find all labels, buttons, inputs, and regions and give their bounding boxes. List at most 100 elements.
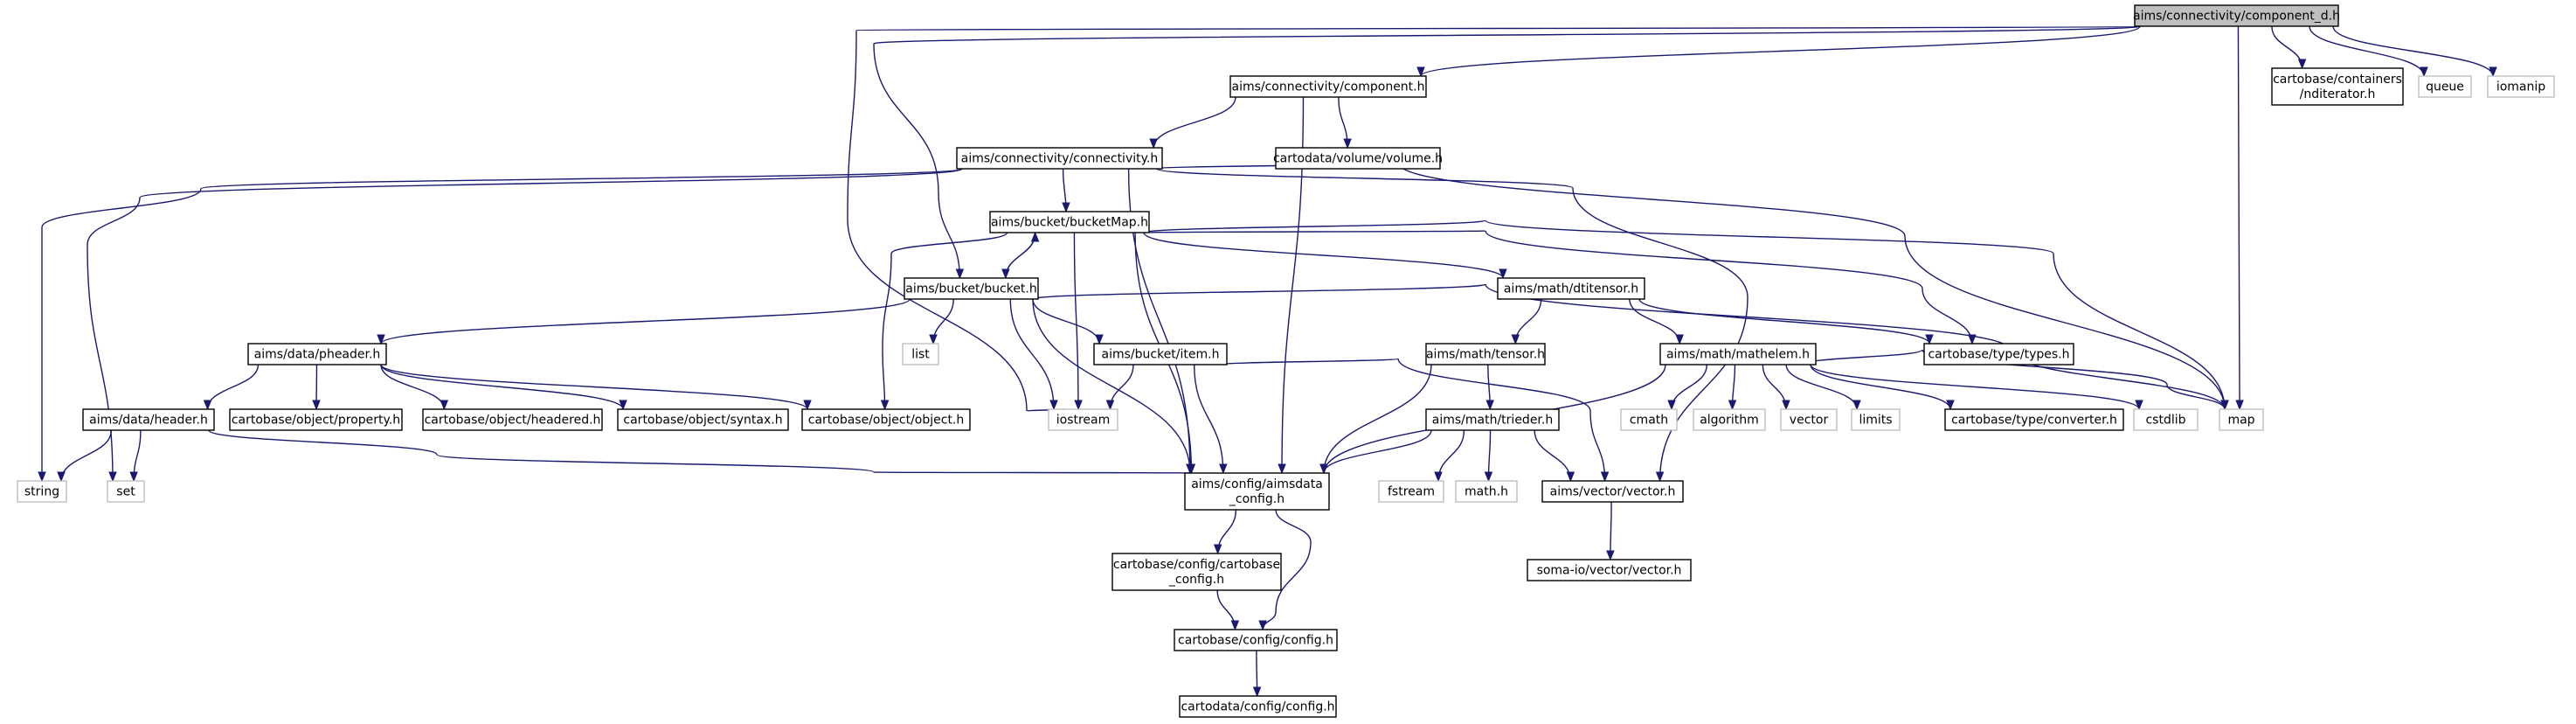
- node-label: cartobase/containers: [2273, 73, 2402, 87]
- node-syntax[interactable]: cartobase/object/syntax.h: [617, 408, 789, 431]
- node-aims-vector[interactable]: aims/vector/vector.h: [1541, 480, 1684, 503]
- node-label: algorithm: [1700, 414, 1759, 428]
- node-headered[interactable]: cartobase/object/headered.h: [422, 408, 603, 431]
- edge-bucketMap-to-dtitensor: [1143, 232, 1507, 280]
- node-property[interactable]: cartobase/object/property.h: [229, 408, 403, 431]
- node-config[interactable]: cartobase/config/config.h: [1174, 629, 1338, 651]
- edge-item-to-iostream: [1105, 364, 1134, 411]
- edge-arrowhead: [2297, 59, 2307, 70]
- node-box: [1455, 480, 1518, 503]
- edge-mathelem-to-vectorstd: [1762, 364, 1790, 411]
- node-label: aims/math/tensor.h: [1426, 348, 1545, 362]
- edge-root-to-nditerator: [2271, 25, 2307, 70]
- node-object[interactable]: cartobase/object/object.h: [801, 408, 971, 431]
- edge-cartobase_config-to-config: [1216, 589, 1240, 631]
- edge-arrowhead: [57, 471, 66, 483]
- edge-item-to-aims_vector: [1221, 358, 1610, 483]
- node-label: cartobase/config/config.h: [1178, 634, 1333, 648]
- node-cartobase-config[interactable]: cartobase/config/cartobase_config.h: [1111, 553, 1282, 591]
- edge-header-to-set: [129, 429, 142, 483]
- node-box: [1229, 75, 1427, 98]
- node-label: string: [24, 485, 59, 499]
- edge-tensor-to-aimsdata_config: [1319, 364, 1432, 475]
- node-cmath: cmath: [1620, 408, 1678, 431]
- edge-arrowhead: [929, 334, 938, 345]
- node-label: cartobase/object/syntax.h: [623, 414, 782, 428]
- node-item[interactable]: aims/bucket/item.h: [1093, 343, 1228, 365]
- edge-line: [1009, 298, 1055, 410]
- edge-arrowhead: [1074, 400, 1083, 411]
- edge-line: [1420, 25, 2141, 77]
- node-label: aims/bucket/bucket.h: [905, 282, 1037, 296]
- node-box: [17, 480, 67, 503]
- node-volume[interactable]: cartodata/volume/volume.h: [1273, 147, 1443, 170]
- edge-bucket-to-aimsdata_config: [1032, 298, 1195, 475]
- node-box: [1527, 559, 1692, 581]
- node-map: map: [2219, 408, 2264, 431]
- node-label: aims/math/dtitensor.h: [1504, 282, 1638, 296]
- node-label: math.h: [1465, 485, 1508, 499]
- edge-line: [1810, 364, 1951, 410]
- node-box: [902, 343, 939, 365]
- edge-mathelem-to-algorithm: [1728, 364, 1737, 411]
- edge-arrowhead: [440, 400, 449, 411]
- node-trieder[interactable]: aims/math/trieder.h: [1425, 408, 1560, 431]
- edge-arrowhead: [1149, 138, 1158, 150]
- edge-arrowhead: [955, 268, 965, 280]
- edge-line: [380, 364, 808, 410]
- node-limits: limits: [1851, 408, 1901, 431]
- node-converter[interactable]: cartobase/type/converter.h: [1944, 408, 2124, 431]
- edge-line: [1143, 219, 2226, 410]
- edge-root-to-queue: [2309, 25, 2428, 78]
- edge-arrowhead: [1230, 620, 1240, 631]
- node-iostream: iostream: [1048, 408, 1118, 431]
- node-label: vector: [1790, 414, 1829, 428]
- node-label: cartobase/object/object.h: [808, 414, 965, 428]
- node-label: aims/data/header.h: [89, 414, 208, 428]
- edge-dtitensor-to-mathelem: [1629, 298, 1684, 345]
- edge-arrowhead: [129, 471, 138, 483]
- node-box: [2133, 408, 2199, 431]
- node-label: aims/math/trieder.h: [1432, 414, 1553, 428]
- edge-bucket-to-bucketMap: [1005, 231, 1040, 279]
- node-label: cartobase/object/headered.h: [425, 414, 601, 428]
- node-math-h: math.h: [1455, 480, 1518, 503]
- edge-line: [380, 298, 911, 345]
- node-connectivity[interactable]: aims/connectivity/connectivity.h: [956, 147, 1163, 170]
- node-pheader[interactable]: aims/data/pheader.h: [247, 343, 387, 365]
- edge-arrowhead: [1655, 471, 1665, 483]
- node-tensor[interactable]: aims/math/tensor.h: [1425, 343, 1546, 365]
- node-box: [1944, 408, 2124, 431]
- node-aimsdata-config[interactable]: aims/config/aimsdata_config.h: [1184, 472, 1330, 511]
- node-root[interactable]: aims/connectivity/component_d.h: [2133, 4, 2340, 27]
- node-mathelem[interactable]: aims/math/mathelem.h: [1659, 343, 1817, 365]
- node-bucketMap[interactable]: aims/bucket/bucketMap.h: [989, 211, 1150, 233]
- node-label: aims/connectivity/connectivity.h: [961, 152, 1158, 166]
- edge-pheader-to-property: [312, 364, 321, 411]
- edge-arrowhead: [1968, 334, 1977, 345]
- edge-bucketMap-to-object: [880, 232, 1008, 411]
- node-label: cmath: [1630, 414, 1668, 428]
- node-box: [1093, 343, 1228, 365]
- edge-aims_vector-to-soma_vector: [1606, 501, 1615, 561]
- node-box: [1111, 553, 1282, 591]
- node-header[interactable]: aims/data/header.h: [82, 408, 215, 431]
- edge-pheader-to-headered: [380, 364, 449, 411]
- edge-arrowhead: [2235, 400, 2244, 411]
- node-bucket[interactable]: aims/bucket/bucket.h: [904, 277, 1039, 300]
- node-box: [1780, 408, 1838, 431]
- node-cartodata-config[interactable]: cartodata/config/config.h: [1179, 695, 1337, 718]
- node-iomanip: iomanip: [2487, 75, 2555, 98]
- node-nditerator[interactable]: cartobase/containers/nditerator.h: [2271, 67, 2404, 106]
- edge-arrowhead: [1319, 463, 1328, 475]
- node-dtitensor[interactable]: aims/math/dtitensor.h: [1497, 277, 1645, 300]
- edge-line: [1032, 283, 2226, 410]
- node-box: [107, 480, 145, 503]
- edge-line: [882, 232, 1008, 410]
- node-soma-vector[interactable]: soma-io/vector/vector.h: [1527, 559, 1692, 581]
- node-types[interactable]: cartobase/type/types.h: [1923, 343, 2074, 365]
- edge-bucket-to-item: [1032, 298, 1104, 345]
- node-component[interactable]: aims/connectivity/component.h: [1229, 75, 1427, 98]
- edge-line: [1193, 364, 1224, 474]
- edge-line: [2271, 25, 2303, 69]
